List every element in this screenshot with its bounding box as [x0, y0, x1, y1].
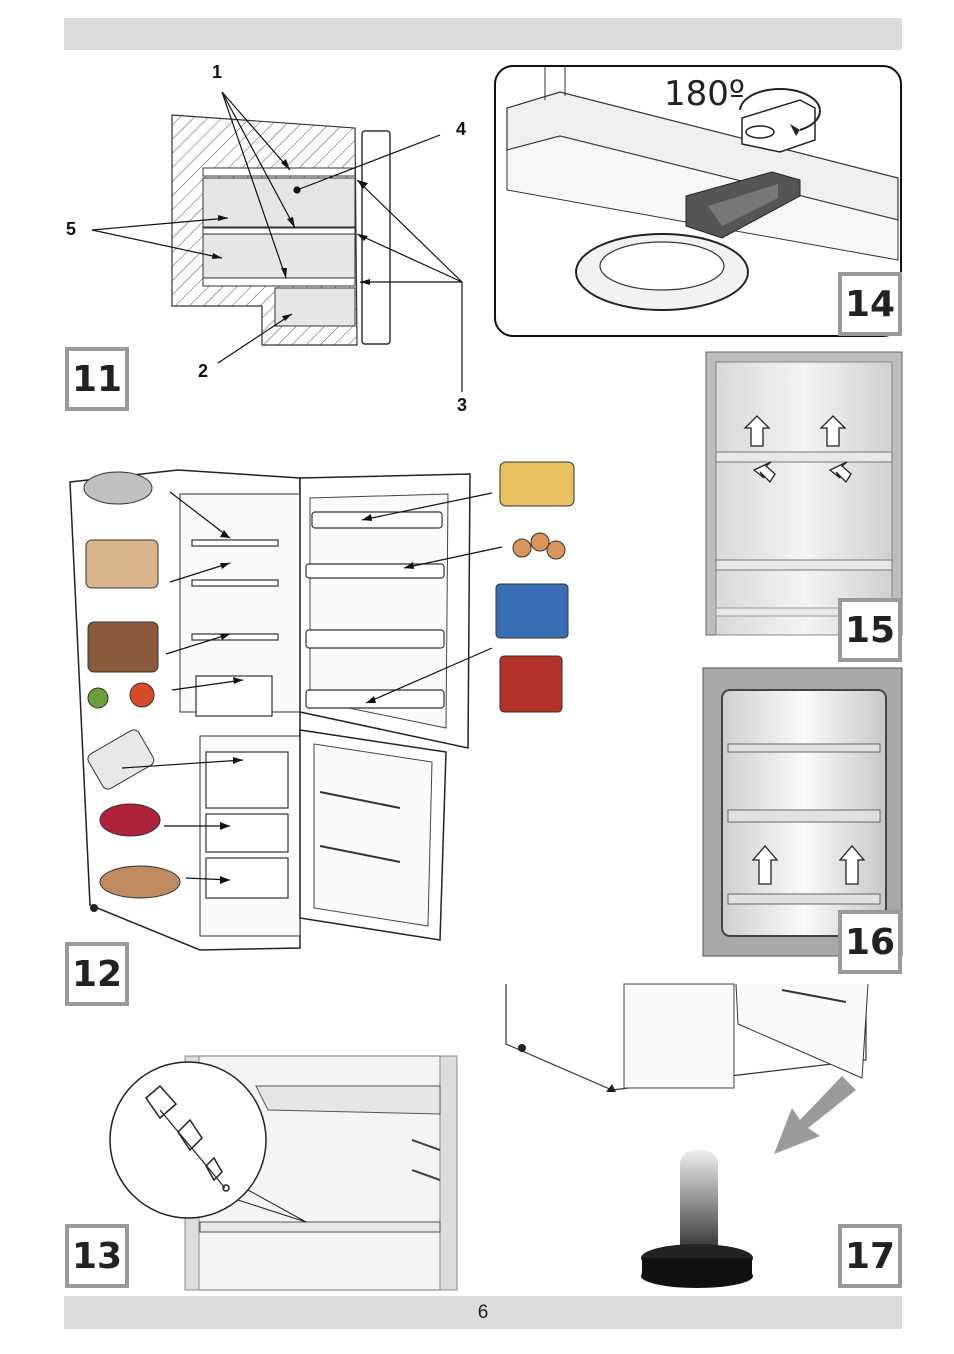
figure-number-17: 17: [838, 1224, 902, 1288]
page-number: 6: [478, 1302, 489, 1324]
footer-bar: 6: [64, 1296, 902, 1329]
